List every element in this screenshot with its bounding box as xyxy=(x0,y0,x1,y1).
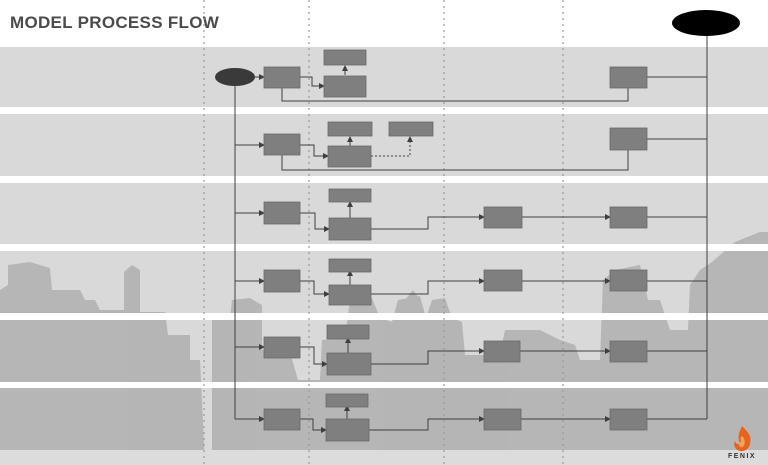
process-step xyxy=(609,269,648,292)
fenix-logo: FENIX xyxy=(722,424,762,462)
process-step xyxy=(263,269,301,293)
process-step xyxy=(263,201,301,225)
swim-lane-3 xyxy=(0,183,768,244)
process-step xyxy=(609,127,648,151)
process-step xyxy=(328,258,372,273)
process-step xyxy=(263,66,301,89)
process-steps xyxy=(263,49,648,442)
process-step xyxy=(483,340,521,363)
process-step xyxy=(263,133,301,156)
process-step xyxy=(325,418,370,442)
logo-wordmark: FENIX xyxy=(727,453,757,460)
connectors xyxy=(234,35,708,433)
start-node xyxy=(215,68,255,86)
bottom-band xyxy=(0,450,768,465)
process-step xyxy=(328,217,372,241)
process-step xyxy=(609,66,648,89)
process-step xyxy=(325,393,369,408)
end-node xyxy=(672,10,740,36)
process-step xyxy=(263,408,301,431)
process-step xyxy=(483,206,523,229)
process-step xyxy=(263,336,301,359)
process-step xyxy=(388,121,434,137)
swim-lane-2 xyxy=(0,114,768,176)
process-step xyxy=(483,408,522,431)
flame-icon xyxy=(734,426,751,452)
page-title: MODEL PROCESS FLOW xyxy=(10,13,220,32)
process-step xyxy=(326,324,370,340)
lane-gaps xyxy=(0,107,768,388)
process-step xyxy=(609,340,648,363)
process-step xyxy=(323,75,367,98)
process-step xyxy=(609,206,648,229)
process-step xyxy=(326,352,372,376)
process-step xyxy=(483,269,523,292)
process-step xyxy=(609,408,648,431)
process-step xyxy=(328,188,372,203)
process-step xyxy=(327,145,372,168)
process-step xyxy=(328,284,372,306)
process-step xyxy=(327,121,373,137)
process-step xyxy=(323,49,367,66)
